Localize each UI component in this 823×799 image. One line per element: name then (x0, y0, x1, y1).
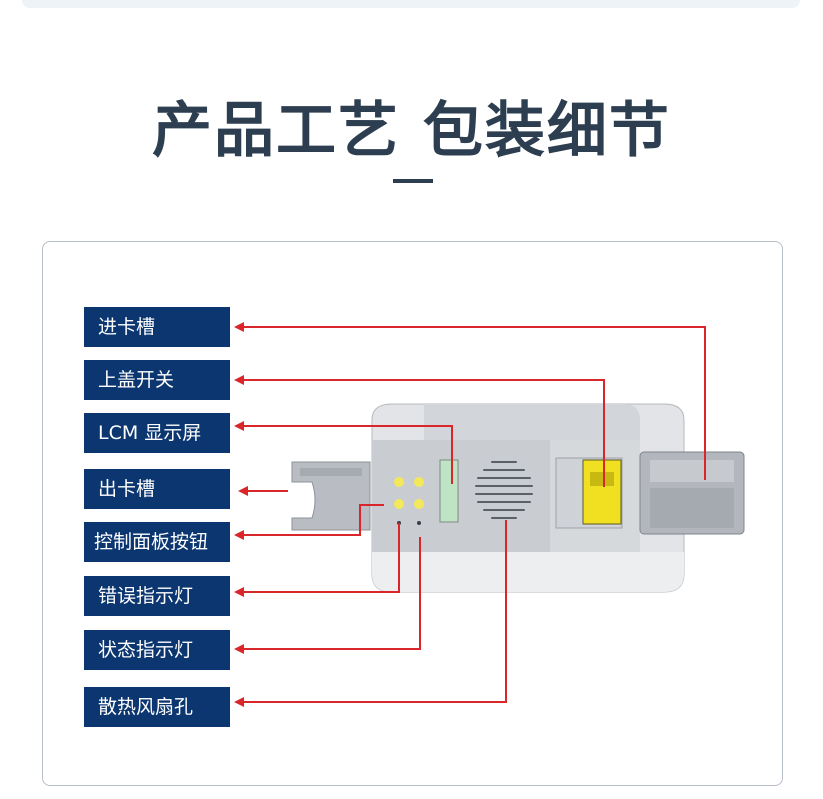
leader-line-fan-vent (234, 520, 507, 707)
input-hopper (639, 451, 745, 535)
leader-lines (234, 322, 706, 707)
leader-line-error-light (234, 523, 400, 597)
label-status-indicator: 状态指示灯 (84, 630, 230, 670)
label-card-input-slot: 进卡槽 (84, 307, 230, 347)
leader-line-control-panel (234, 504, 384, 540)
fan-vent (475, 461, 533, 519)
label-control-panel-buttons: 控制面板按钮 (84, 522, 230, 562)
leader-line-status-light (234, 537, 421, 654)
leader-line-card-input (234, 322, 706, 480)
label-lcm-display: LCM 显示屏 (84, 413, 230, 453)
label-error-indicator: 错误指示灯 (84, 576, 230, 616)
label-cooling-fan-vent: 散热风扇孔 (84, 687, 230, 727)
title-underline (393, 179, 433, 183)
label-card-output-slot: 出卡槽 (84, 469, 230, 509)
cover-switch (555, 457, 623, 529)
printer-body (371, 403, 685, 593)
label-top-cover-switch: 上盖开关 (84, 360, 230, 400)
page-title: 产品工艺 包装细节 (152, 96, 671, 166)
top-bar (22, 0, 800, 8)
leader-line-lcm (234, 421, 453, 484)
lcm-display-screen (439, 459, 459, 523)
leader-line-top-cover (234, 375, 605, 487)
output-tray (291, 461, 371, 531)
